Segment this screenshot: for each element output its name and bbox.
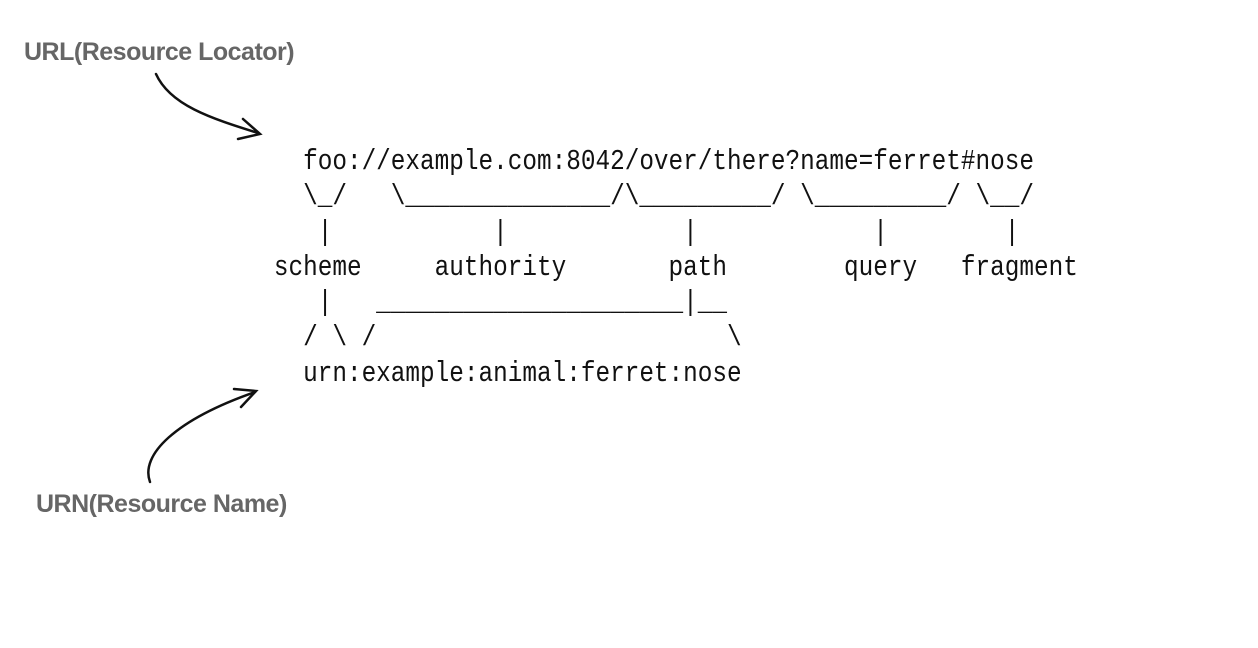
url-example-line: foo://example.com:8042/over/there?name=f…	[230, 145, 1035, 178]
component-connectors-line: | | | | |	[230, 215, 1020, 249]
url-label: URL(Resource Locator)	[24, 38, 295, 66]
uri-syntax-diagram: foo://example.com:8042/over/there?name=f…	[230, 144, 1078, 391]
urn-connectors-line: | _____________________|__	[230, 286, 728, 320]
urn-example-line: urn:example:animal:ferret:nose	[230, 356, 742, 390]
url-arrow-icon	[154, 72, 260, 135]
url-arrowhead-icon	[236, 117, 263, 141]
component-brackets-line: \_/ \______________/\_________/ \_______…	[230, 180, 1035, 214]
component-names-line: scheme authority path query fragment	[230, 250, 1078, 284]
urn-arrowhead-icon	[232, 387, 259, 409]
urn-label: URN(Resource Name)	[36, 490, 287, 518]
urn-arrow-icon	[147, 390, 257, 484]
urn-brackets-line: / \ / \	[230, 321, 742, 355]
